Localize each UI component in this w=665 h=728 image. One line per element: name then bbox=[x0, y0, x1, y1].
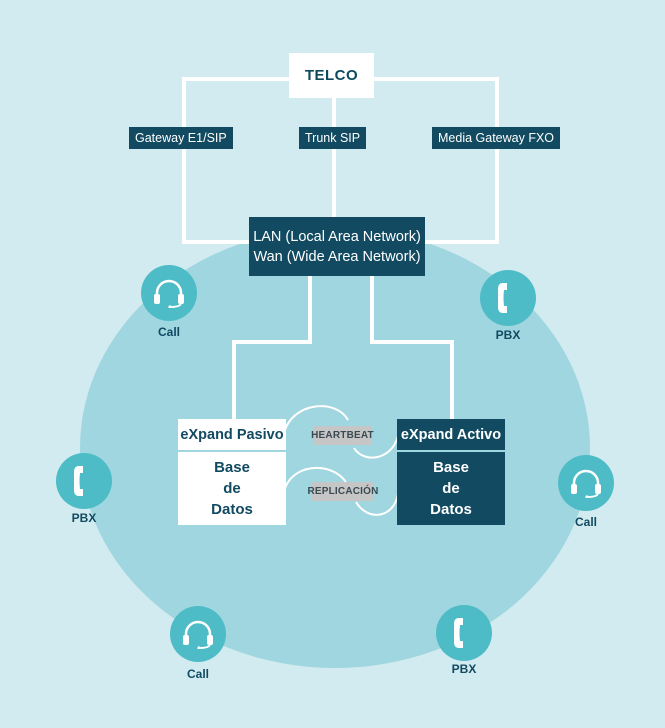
connector bbox=[425, 240, 499, 244]
connector bbox=[370, 276, 374, 344]
connector bbox=[370, 340, 454, 344]
lan-label: LAN (Local Area Network) bbox=[253, 228, 421, 245]
lan-wan-box: LAN (Local Area Network) Wan (Wide Area … bbox=[249, 217, 425, 276]
media-gateway-fxo-tag: Media Gateway FXO bbox=[432, 127, 561, 149]
endpoint-label: PBX bbox=[451, 662, 477, 676]
connector bbox=[374, 77, 499, 81]
connector bbox=[450, 340, 454, 419]
passive-database: Base de Datos bbox=[178, 452, 286, 525]
gateway-e1-sip-tag: Gateway E1/SIP bbox=[129, 127, 233, 149]
headset-icon bbox=[558, 455, 614, 511]
connector bbox=[308, 276, 312, 344]
connector bbox=[232, 340, 312, 344]
endpoint-label: PBX bbox=[495, 328, 521, 342]
endpoint-label: Call bbox=[157, 325, 180, 339]
endpoint-label: Call bbox=[574, 515, 597, 529]
db-label: de bbox=[442, 480, 460, 497]
trunk-sip-tag: Trunk SIP bbox=[299, 127, 367, 149]
connector bbox=[332, 98, 336, 217]
db-label: de bbox=[223, 480, 241, 497]
connector bbox=[182, 240, 249, 244]
connector bbox=[232, 340, 236, 419]
headset-icon bbox=[141, 265, 197, 321]
phone-handset-icon bbox=[436, 605, 492, 661]
expand-active-header: eXpand Activo bbox=[397, 419, 505, 450]
db-label: Base bbox=[433, 459, 469, 476]
telco-box: TELCO bbox=[289, 53, 374, 98]
wan-label: Wan (Wide Area Network) bbox=[253, 248, 421, 265]
replication-link-right bbox=[355, 493, 399, 516]
connector bbox=[495, 77, 499, 244]
db-label: Datos bbox=[430, 501, 472, 518]
connector bbox=[182, 77, 289, 81]
expand-passive-header: eXpand Pasivo bbox=[178, 419, 286, 450]
db-label: Datos bbox=[211, 501, 253, 518]
db-label: Base bbox=[214, 459, 250, 476]
heartbeat-link-right bbox=[353, 435, 399, 459]
replication-label: REPLICACIÓN bbox=[307, 482, 378, 501]
phone-handset-icon bbox=[56, 453, 112, 509]
endpoint-label: Call bbox=[186, 667, 209, 681]
endpoint-label: PBX bbox=[71, 511, 97, 525]
heartbeat-link-left bbox=[283, 405, 349, 434]
replication-link-left bbox=[283, 466, 347, 493]
heartbeat-label: HEARTBEAT bbox=[311, 426, 374, 445]
phone-handset-icon bbox=[480, 270, 536, 326]
active-database: Base de Datos bbox=[397, 452, 505, 525]
connector bbox=[182, 77, 186, 244]
headset-icon bbox=[170, 606, 226, 662]
